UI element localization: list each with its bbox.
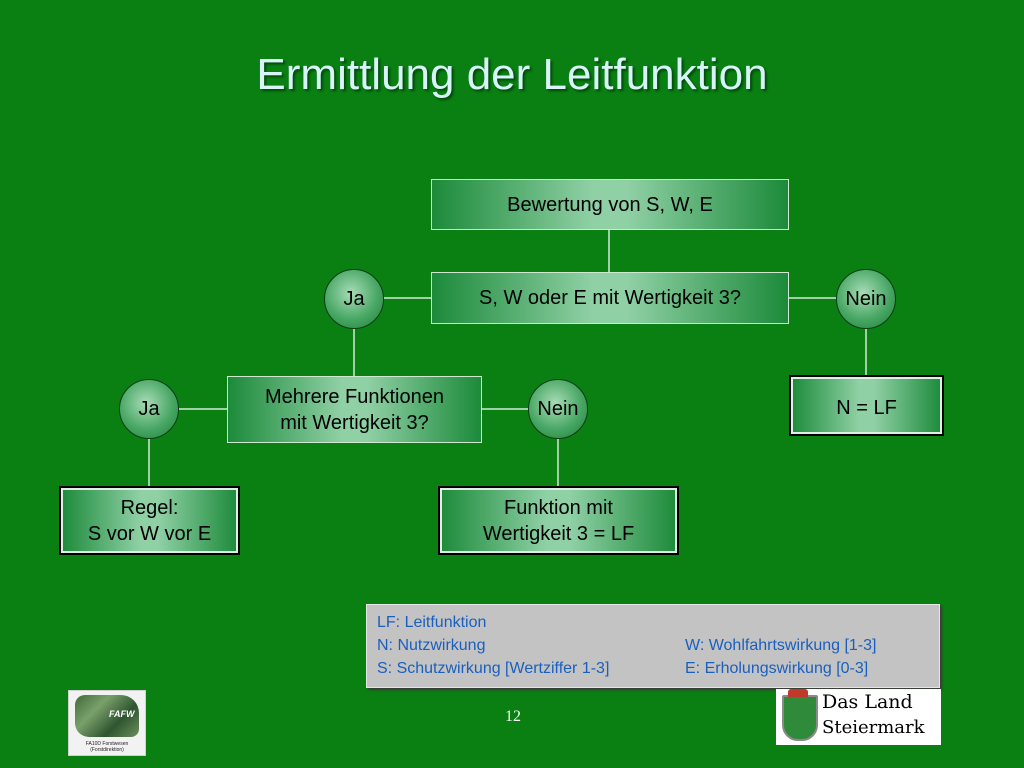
- node-ja-2-label: Ja: [138, 397, 160, 420]
- node-regel-line1: Regel:: [120, 496, 179, 519]
- legend-box: LF: Leitfunktion N: Nutzwirkung W: Wohlf…: [366, 604, 940, 688]
- steiermark-logo-line1: Das Land: [822, 691, 913, 713]
- steiermark-logo: Das Land Steiermark: [776, 689, 941, 745]
- node-frage-wertigkeit: S, W oder E mit Wertigkeit 3?: [431, 272, 789, 324]
- node-mehrere-funktionen: Mehrere Funktionen mit Wertigkeit 3?: [227, 376, 482, 443]
- steiermark-logo-line2: Steiermark: [822, 717, 925, 738]
- crown-icon: [788, 689, 808, 697]
- legend-e: E: Erholungswirkung [0-3]: [685, 660, 869, 677]
- node-ja-1-label: Ja: [343, 287, 365, 310]
- node-funktion-lf: Funktion mit Wertigkeit 3 = LF: [438, 486, 679, 555]
- legend-w: W: Wohlfahrtswirkung [1-3]: [685, 637, 877, 654]
- node-funktion-line2: Wertigkeit 3 = LF: [482, 522, 635, 545]
- fafw-logo-caption: FA10D Forstwesen (Forstdirektion): [85, 741, 129, 753]
- node-nein-1-label: Nein: [845, 287, 887, 310]
- page-number: 12: [505, 708, 521, 725]
- node-mehrere-line2: mit Wertigkeit 3?: [280, 411, 429, 434]
- node-nein-2-label: Nein: [537, 397, 579, 420]
- node-ergebnis-n: N = LF: [789, 375, 944, 436]
- coat-of-arms-icon: [782, 695, 818, 741]
- node-bewertung: Bewertung von S, W, E: [431, 179, 789, 230]
- fafw-logo: FAFW FA10D Forstwesen (Forstdirektion): [68, 690, 146, 756]
- node-nein-1: Nein: [836, 269, 896, 329]
- node-nein-2: Nein: [528, 379, 588, 439]
- legend-lf: LF: Leitfunktion: [377, 614, 487, 631]
- fafw-logo-mark: FAFW: [109, 709, 135, 719]
- node-ja-1: Ja: [324, 269, 384, 329]
- node-frage-wertigkeit-label: S, W oder E mit Wertigkeit 3?: [479, 287, 741, 309]
- node-funktion-line1: Funktion mit: [504, 496, 613, 519]
- node-regel-line2: S vor W vor E: [87, 522, 212, 545]
- forest-map-icon: [75, 695, 139, 737]
- node-bewertung-label: Bewertung von S, W, E: [507, 193, 713, 216]
- node-ergebnis-n-label: N = LF: [836, 397, 897, 419]
- slide-title: Ermittlung der Leitfunktion: [256, 50, 768, 99]
- node-mehrere-line1: Mehrere Funktionen: [265, 385, 444, 408]
- node-ja-2: Ja: [119, 379, 179, 439]
- node-regel: Regel: S vor W vor E: [59, 486, 240, 555]
- legend-s: S: Schutzwirkung [Wertziffer 1-3]: [377, 660, 610, 677]
- legend-n: N: Nutzwirkung: [377, 637, 486, 654]
